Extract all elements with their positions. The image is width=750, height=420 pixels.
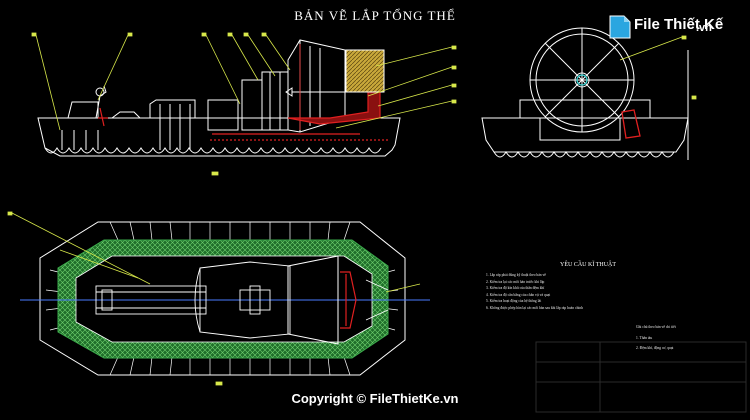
requirement-item: 4. Kiểm tra độ cân bằng của chân vịt và … — [486, 292, 551, 297]
drawing-title: BẢN VẼ LẮP TỔNG THỂ — [294, 8, 456, 23]
callout-leaders — [7, 32, 697, 386]
requirement-item: 5. Kiểm tra hoạt động của hệ thống lái — [486, 299, 542, 304]
front-view-red-details — [576, 74, 641, 139]
plan-view — [20, 221, 430, 376]
note-item: Ghi chú theo bản vẽ chi tiết — [636, 325, 676, 329]
side-view-red-details — [98, 44, 390, 141]
requirement-item: 6. Không được phép hàn lại các mối hàn s… — [486, 305, 583, 310]
note-item: 2. Đệm khí, động cơ, quạt — [636, 346, 674, 351]
front-view — [481, 27, 689, 160]
requirements-title: YÊU CẦU KĨ THUẬT — [560, 262, 617, 268]
requirement-item: 3. Kiểm tra độ kín khít của thân đệm khí — [486, 286, 545, 291]
requirement-item: 2. Kiểm tra lại các mối hàn trước khi lắ… — [486, 279, 545, 284]
logo-text: File Thiết Kế — [634, 16, 724, 33]
filethietke-logo: File Thiết Kế .vn — [608, 12, 728, 42]
note-item: 1. Thân tàu — [636, 335, 653, 340]
copyright-footer: Copyright © FileThietKe.vn — [291, 391, 459, 406]
logo-suffix: .vn — [696, 22, 712, 34]
side-view-fan-housing — [345, 49, 385, 93]
notes-block: Ghi chú theo bản vẽ chi tiết 1. Thân tàu… — [636, 324, 676, 356]
requirement-item: 1. Lắp ráp phải đúng kỹ thuật theo bản v… — [486, 273, 546, 277]
title-block-ghost — [535, 341, 747, 413]
requirements-list: 1. Lắp ráp phải đúng kỹ thuật theo bản v… — [486, 272, 583, 312]
logo-icon — [609, 15, 631, 39]
